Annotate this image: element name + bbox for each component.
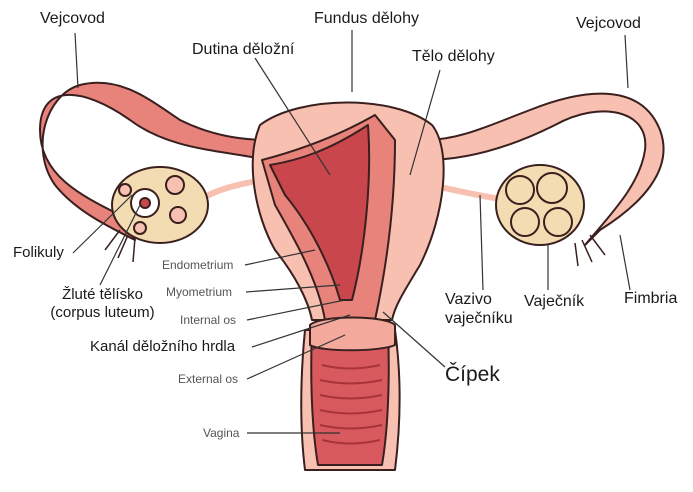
label-myometrium: Myometrium bbox=[166, 285, 233, 299]
label-folikuly: Folikuly bbox=[13, 244, 64, 261]
left-fallopian-tube bbox=[39, 81, 269, 241]
label-vejcovod-left: Vejcovod bbox=[40, 10, 105, 27]
label-zlute-telisko: Žluté tělísko (corpus luteum) bbox=[40, 286, 165, 322]
label-vagina: Vagina bbox=[203, 426, 240, 440]
right-ovary bbox=[495, 164, 585, 246]
left-ovary bbox=[111, 166, 209, 244]
label-fimbria: Fimbria bbox=[624, 290, 678, 307]
label-external-os: External os bbox=[178, 372, 239, 386]
label-vazivo: Vazivo vaječníku bbox=[445, 290, 513, 328]
label-internal-os: Internal os bbox=[180, 313, 237, 327]
label-vajecnik: Vaječník bbox=[524, 293, 585, 310]
label-endometrium: Endometrium bbox=[162, 258, 234, 272]
label-fundus: Fundus dělohy bbox=[314, 10, 419, 27]
label-vazivo-line1: Vazivo bbox=[445, 291, 492, 308]
label-zlute-telisko-line1: Žluté tělísko bbox=[62, 286, 143, 303]
label-dutina: Dutina děložní bbox=[192, 41, 295, 58]
label-vazivo-line2: vaječníku bbox=[445, 310, 513, 328]
label-cipek: Čípek bbox=[445, 363, 500, 386]
label-vejcovod-right: Vejcovod bbox=[576, 15, 641, 32]
cervix bbox=[309, 316, 396, 352]
label-zlute-telisko-line2: (corpus luteum) bbox=[50, 304, 155, 321]
uterine-cavity bbox=[269, 124, 371, 301]
label-telo: Tělo dělohy bbox=[412, 48, 495, 65]
label-kanal: Kanál děložního hrdla bbox=[90, 338, 236, 355]
